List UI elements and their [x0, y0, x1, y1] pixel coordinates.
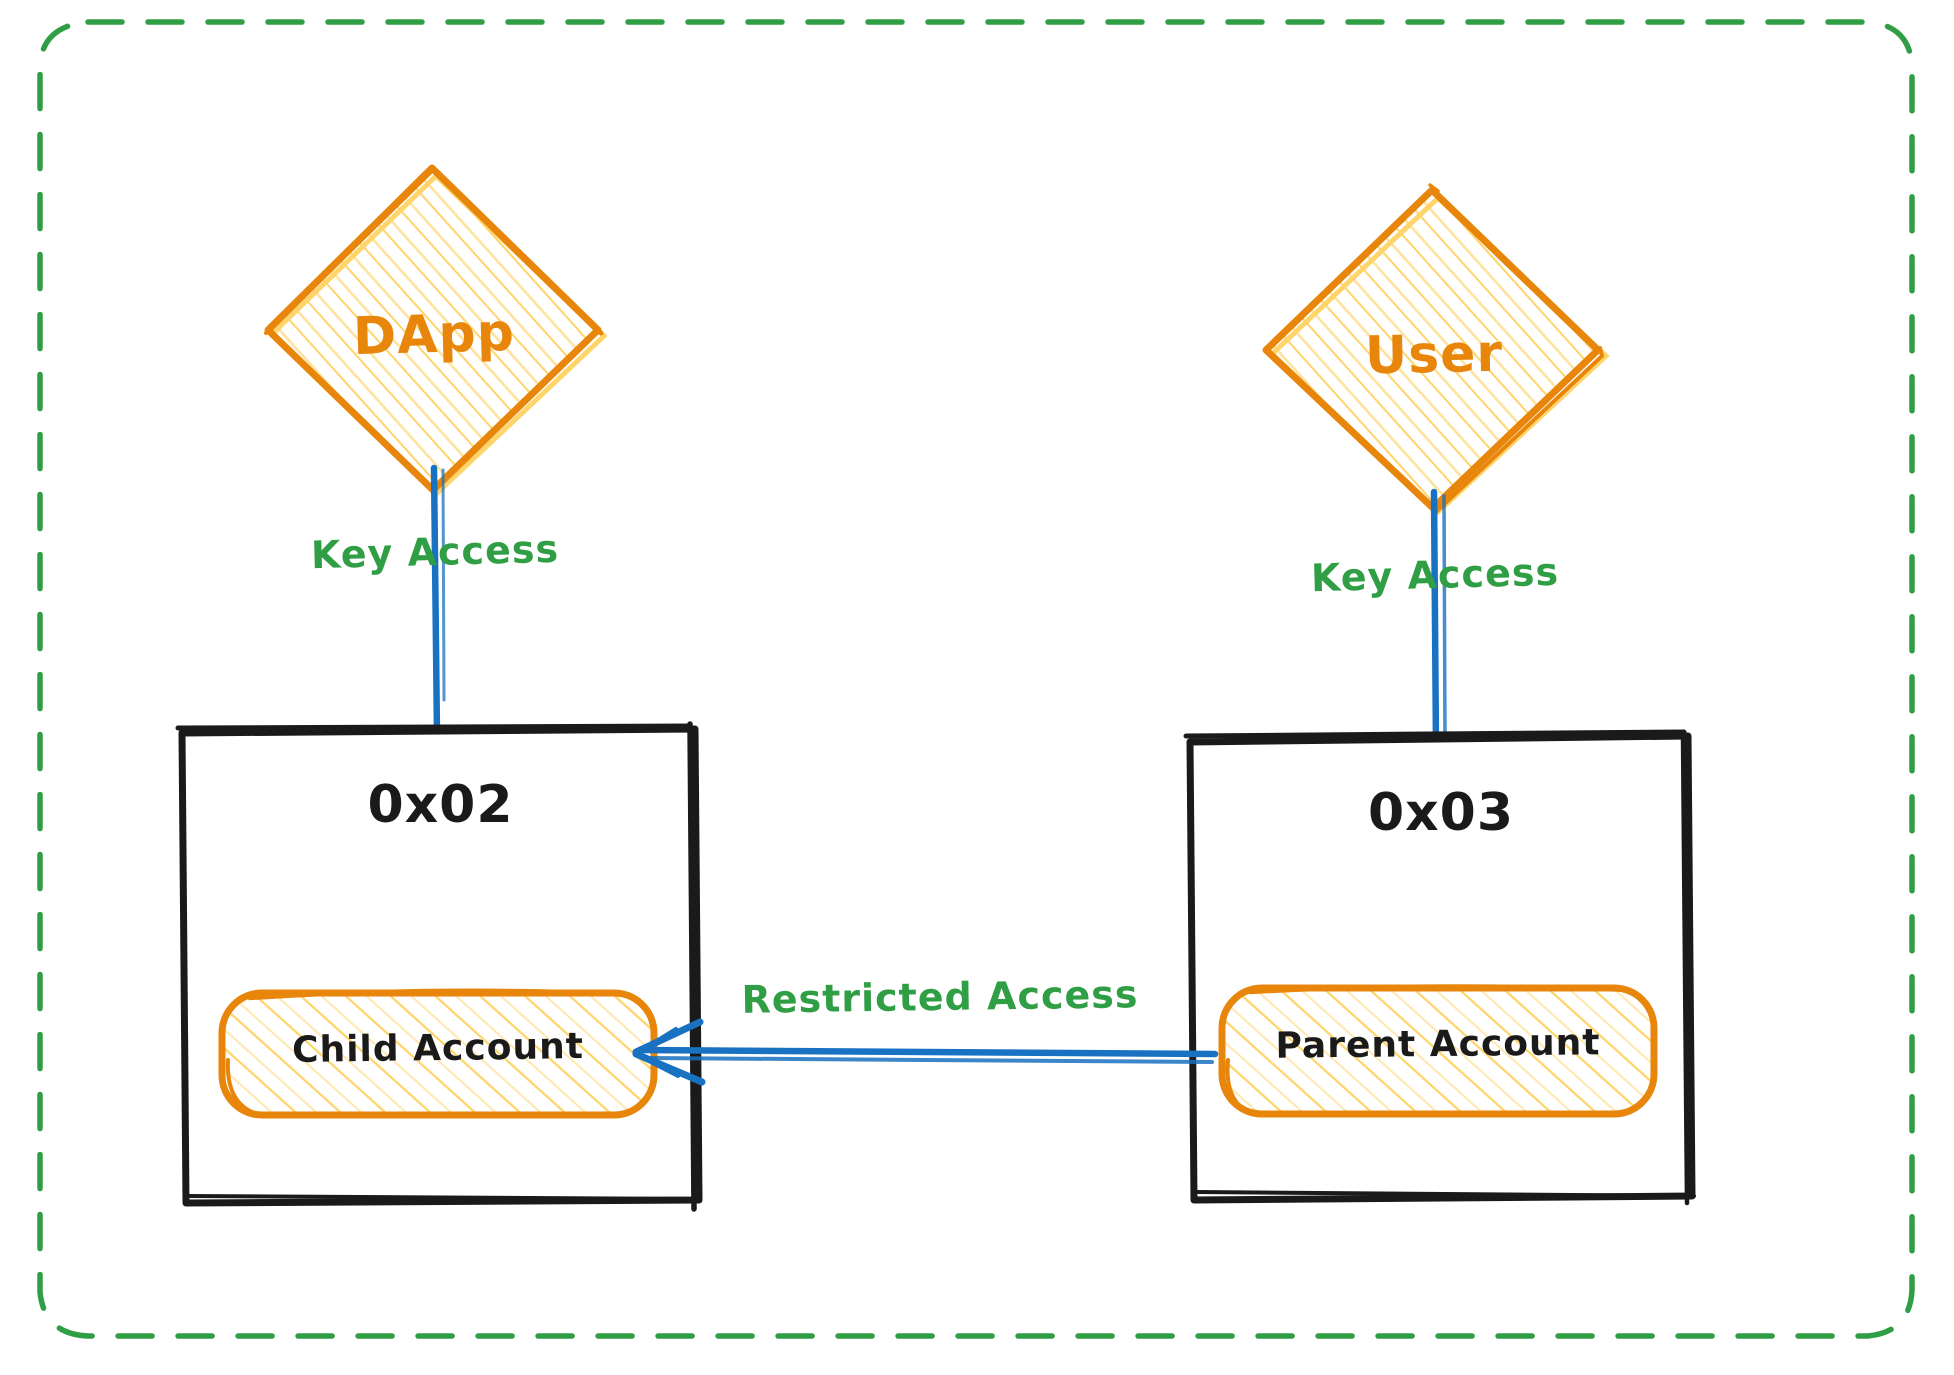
node-parent-account[interactable]: [1218, 984, 1658, 1118]
node-dapp[interactable]: [264, 164, 608, 498]
node-user[interactable]: [1262, 183, 1610, 516]
outer-boundary: [37, 19, 1915, 1339]
node-account-0x02[interactable]: [175, 721, 703, 1212]
node-child-account[interactable]: [218, 988, 658, 1119]
edge-dapp-to-0x02: [430, 464, 446, 739]
edge-parent-to-child: [632, 1018, 1219, 1086]
edge-user-to-0x03: [1430, 488, 1447, 752]
node-account-0x03[interactable]: [1183, 729, 1696, 1206]
